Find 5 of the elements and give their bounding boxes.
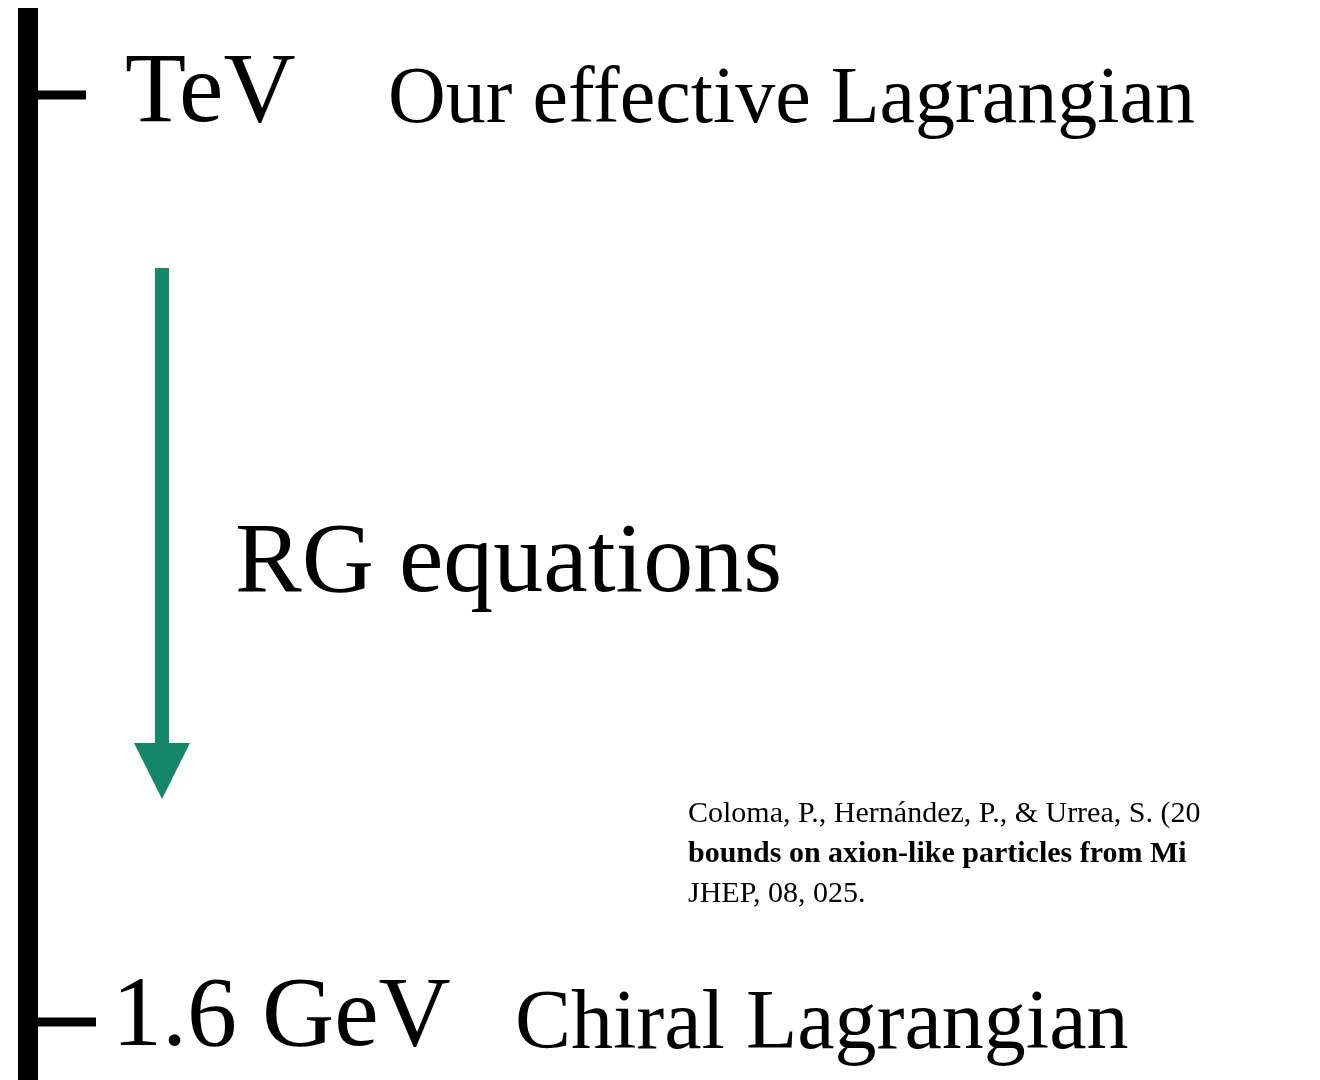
label-text: TeV [125, 38, 296, 138]
label-text: 1.6 GeV [112, 962, 451, 1062]
label-text: bounds on axion-like particles from Mi [688, 835, 1187, 868]
label-text: Coloma, P., Hernández, P., & Urrea, S. (20 [688, 795, 1201, 828]
label-text: JHEP, 08, 025. [688, 875, 866, 908]
